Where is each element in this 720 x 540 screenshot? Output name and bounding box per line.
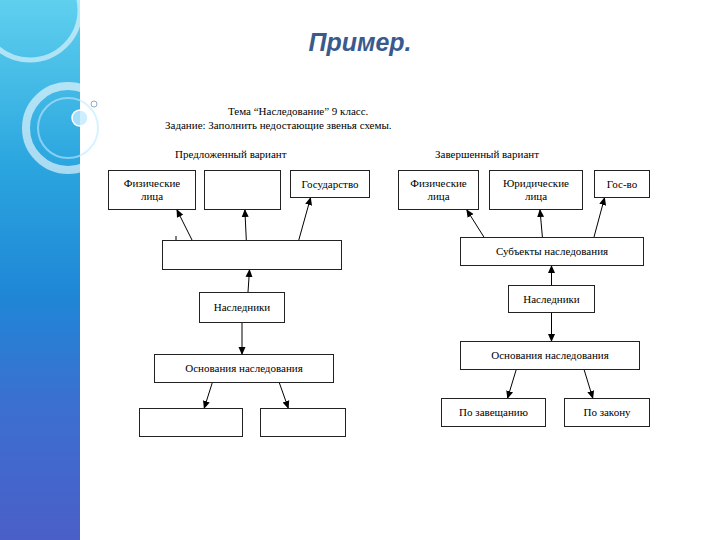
arrow-connector (204, 383, 212, 408)
arrow-connector (245, 210, 246, 240)
box-text: Физические лица (403, 177, 474, 202)
box-text: Основания наследования (185, 362, 302, 375)
scheme-box: Наследники (508, 285, 595, 313)
arrow-connector (551, 313, 552, 341)
box-text: По закону (583, 406, 630, 419)
blank-box (204, 170, 281, 210)
arrow-connector (584, 370, 593, 398)
box-text: Юридические лица (494, 177, 578, 202)
box-text: Физические лица (113, 177, 191, 202)
slide-title: Пример. (230, 28, 490, 57)
scheme-box: Юридические лица (489, 170, 583, 210)
blank-box (139, 408, 243, 437)
blank-box (260, 408, 346, 437)
side-stripe (0, 0, 80, 540)
arrow-connector (279, 383, 288, 408)
arrow-connector (299, 198, 311, 240)
box-text: По завещанию (459, 406, 528, 419)
scheme-box: Основания наследования (154, 354, 334, 383)
box-text: Основания наследования (491, 349, 608, 362)
scheme-box: Физические лица (108, 170, 196, 210)
arrow-connector (540, 210, 542, 237)
arrow-connector (248, 270, 250, 292)
scheme-box: По завещанию (441, 398, 546, 427)
column-heading: Завершенный вариант (435, 148, 539, 160)
box-text: Наследники (214, 301, 271, 314)
box-text: Наследники (523, 293, 580, 306)
scheme-box: Субъекты наследования (460, 237, 644, 266)
box-text: Субъекты наследования (496, 245, 608, 258)
scheme-box: Основания наследования (460, 341, 640, 370)
scheme-box: По закону (564, 398, 650, 427)
scheme-box: Государство (290, 170, 370, 198)
task-text: Тема “Наследование” 9 класс. (228, 105, 368, 117)
column-heading: Предложенный вариант (175, 148, 287, 160)
arrow-connector (551, 266, 552, 285)
arrow-connector (242, 323, 243, 354)
scheme-box: Наследники (199, 292, 285, 323)
arrow-connector (594, 198, 605, 237)
arrow-connector (467, 210, 484, 237)
arrow-connector (177, 210, 192, 240)
box-text: Государство (302, 178, 359, 191)
decor-circles (0, 0, 120, 200)
scheme-box: Гос-во (594, 170, 650, 198)
arrow-connector (508, 370, 516, 398)
task-text: Задание: Заполнить недостающие звенья сх… (165, 119, 392, 131)
blank-box (162, 240, 342, 270)
box-text: Гос-во (607, 178, 637, 191)
scheme-box: Физические лица (398, 170, 479, 210)
